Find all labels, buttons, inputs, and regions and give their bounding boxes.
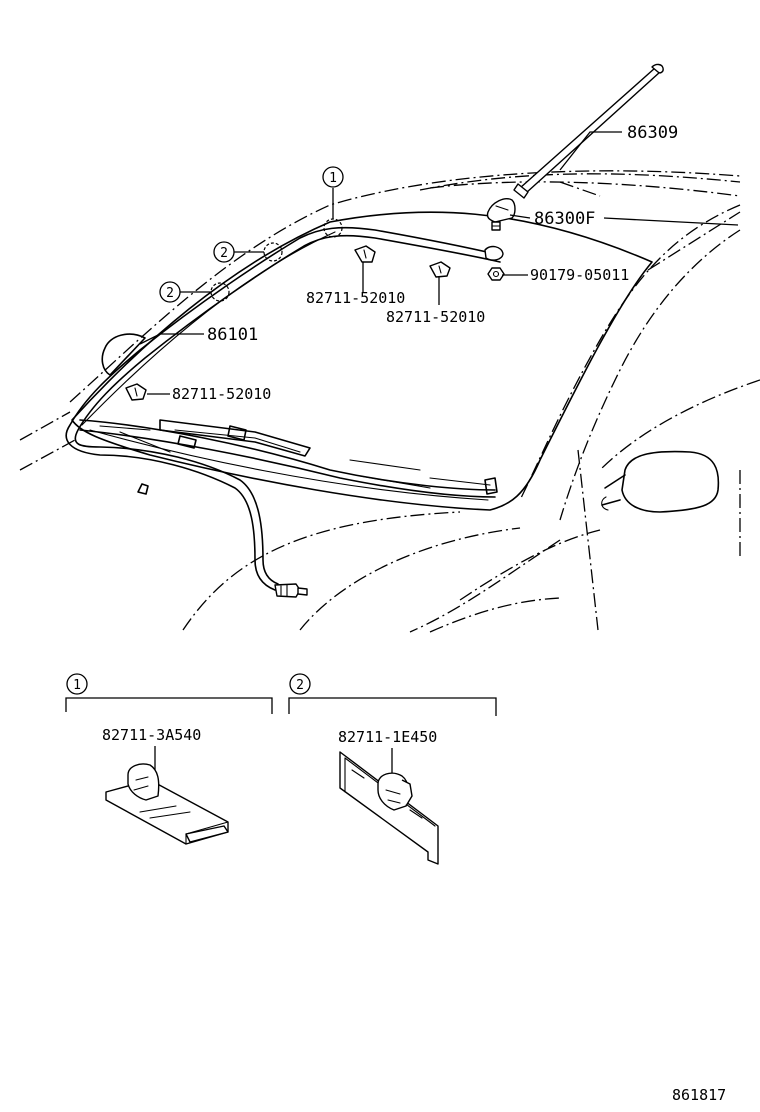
- svg-text:1: 1: [73, 678, 81, 693]
- detail-1: 1 82711-3A540: [65, 673, 273, 845]
- washer-nozzle: [137, 483, 149, 495]
- label-clip-roof-center: 82711-52010: [306, 289, 405, 307]
- callout-2a: 2: [213, 241, 235, 263]
- wiper-assembly: [79, 419, 498, 498]
- antenna-base: [486, 198, 516, 231]
- detail-2: 2 82711-1E450: [288, 673, 497, 865]
- svg-text:1: 1: [329, 171, 337, 186]
- svg-text:2: 2: [220, 246, 228, 261]
- diagram-id: 861817: [672, 1086, 726, 1104]
- callout-2b: 2: [159, 281, 181, 303]
- clip-roof-center-shape: [354, 245, 376, 263]
- svg-text:2: 2: [166, 286, 174, 301]
- label-antenna-base: 86300F: [534, 209, 595, 229]
- label-rod-antenna: 86309: [627, 123, 678, 143]
- clip-roof-right-shape: [429, 261, 451, 278]
- left-mirror: [101, 333, 146, 376]
- antenna-cord: [65, 226, 504, 598]
- clip-pillar-shape: [125, 383, 147, 401]
- right-mirror: [601, 450, 720, 513]
- label-detail-2-part: 82711-1E450: [338, 728, 437, 746]
- callout-1: 1: [322, 166, 344, 188]
- label-clip-pillar: 82711-52010: [172, 385, 271, 403]
- label-detail-1-part: 82711-3A540: [102, 726, 201, 744]
- clip-location-2b: [210, 282, 230, 302]
- label-cord: 86101: [207, 325, 258, 345]
- nut: [487, 267, 505, 281]
- car-body-outline: [19, 170, 760, 633]
- label-clip-roof-right: 82711-52010: [386, 308, 485, 326]
- label-nut: 90179-05011: [530, 266, 629, 284]
- rod-antenna: [513, 63, 664, 199]
- leader-lines: [139, 131, 739, 395]
- clip-location-2a: [263, 242, 283, 262]
- svg-text:2: 2: [296, 678, 304, 693]
